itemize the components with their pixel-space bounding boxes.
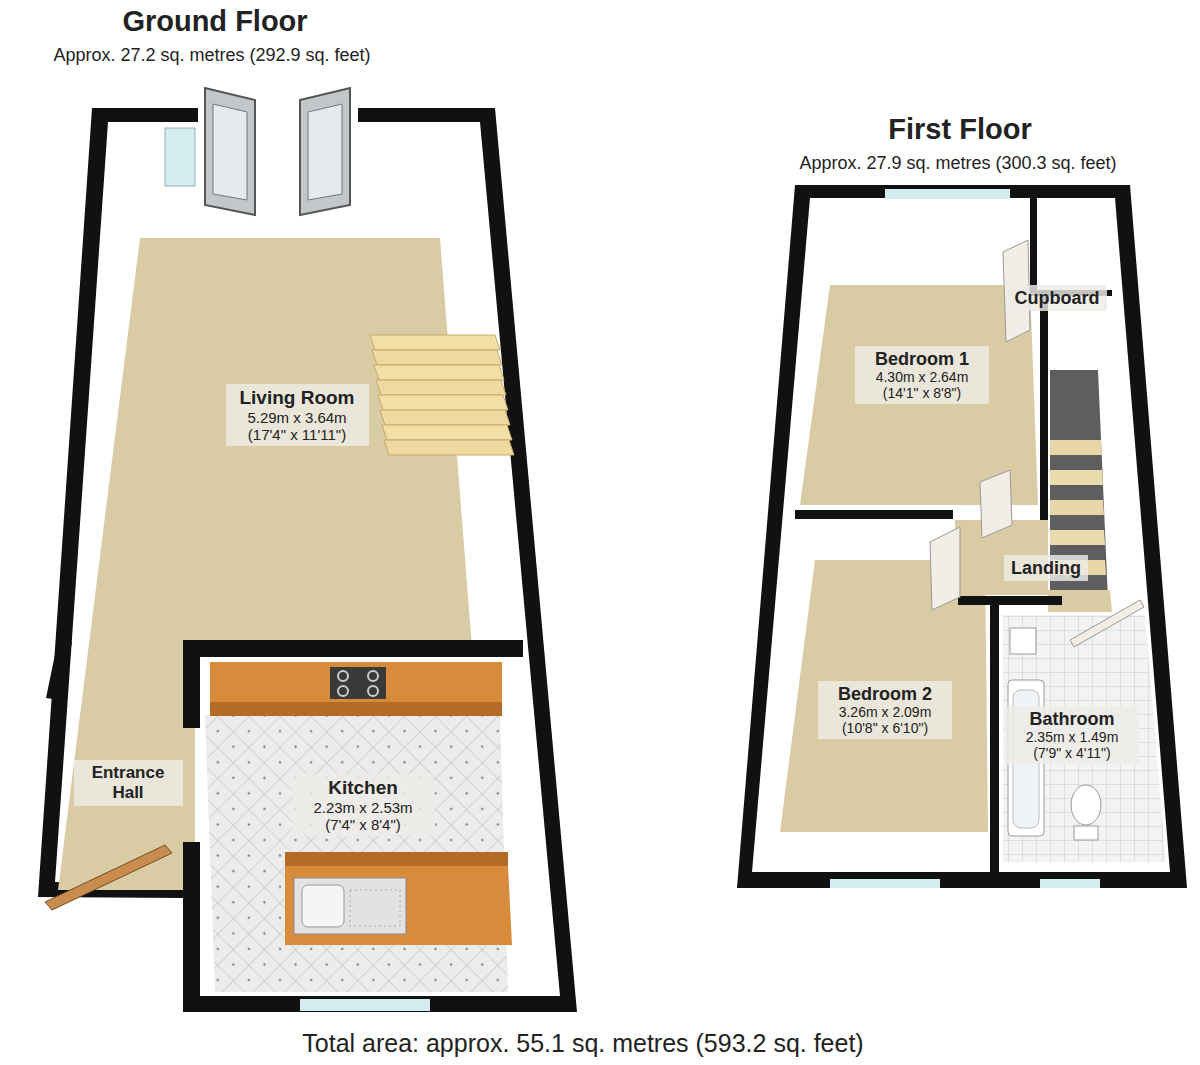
room-name: Living Room — [233, 387, 362, 409]
room-label: Entrance Hall — [74, 760, 183, 805]
room-dimensions: 2.23m x 2.53m (7'4" x 8'4") — [299, 799, 428, 834]
room-name: Bedroom 2 — [825, 684, 945, 705]
room-name: Cupboard — [1015, 288, 1100, 309]
room-label: Cupboard — [1008, 285, 1107, 312]
floor-heading: Ground Floor — [122, 5, 307, 38]
room-dimensions: 2.35m x 1.49m (7'9" x 4'11") — [1012, 729, 1132, 761]
room-label: Bathroom2.35m x 1.49m (7'9" x 4'11") — [1005, 706, 1139, 765]
room-name: Entrance Hall — [81, 763, 176, 802]
room-label: Living Room5.29m x 3.64m (17'4" x 11'11"… — [226, 384, 369, 446]
room-name: Landing — [1011, 558, 1081, 579]
room-label: Bedroom 23.26m x 2.09m (10'8" x 6'10") — [818, 681, 952, 740]
room-label: Landing — [1004, 555, 1088, 582]
room-name: Kitchen — [299, 777, 428, 799]
floor-level: First FloorApprox. 27.9 sq. metres (300.… — [700, 100, 1200, 900]
room-dimensions: 3.26m x 2.09m (10'8" x 6'10") — [825, 704, 945, 736]
room-name: Bedroom 1 — [862, 349, 982, 370]
room-label: Bedroom 14.30m x 2.64m (14'1" x 8'8") — [855, 346, 989, 405]
room-dimensions: 4.30m x 2.64m (14'1" x 8'8") — [862, 369, 982, 401]
room-dimensions: 5.29m x 3.64m (17'4" x 11'11") — [233, 409, 362, 444]
room-name: Bathroom — [1012, 709, 1132, 730]
floor-level: Ground FloorApprox. 27.2 sq. metres (292… — [0, 0, 600, 1020]
floor-heading: First Floor — [888, 113, 1031, 146]
floor-area: Approx. 27.2 sq. metres (292.9 sq. feet) — [53, 45, 370, 66]
total-area-caption: Total area: approx. 55.1 sq. metres (593… — [302, 1029, 863, 1058]
floor-area: Approx. 27.9 sq. metres (300.3 sq. feet) — [799, 153, 1116, 174]
room-label: Kitchen2.23m x 2.53m (7'4" x 8'4") — [292, 774, 435, 836]
